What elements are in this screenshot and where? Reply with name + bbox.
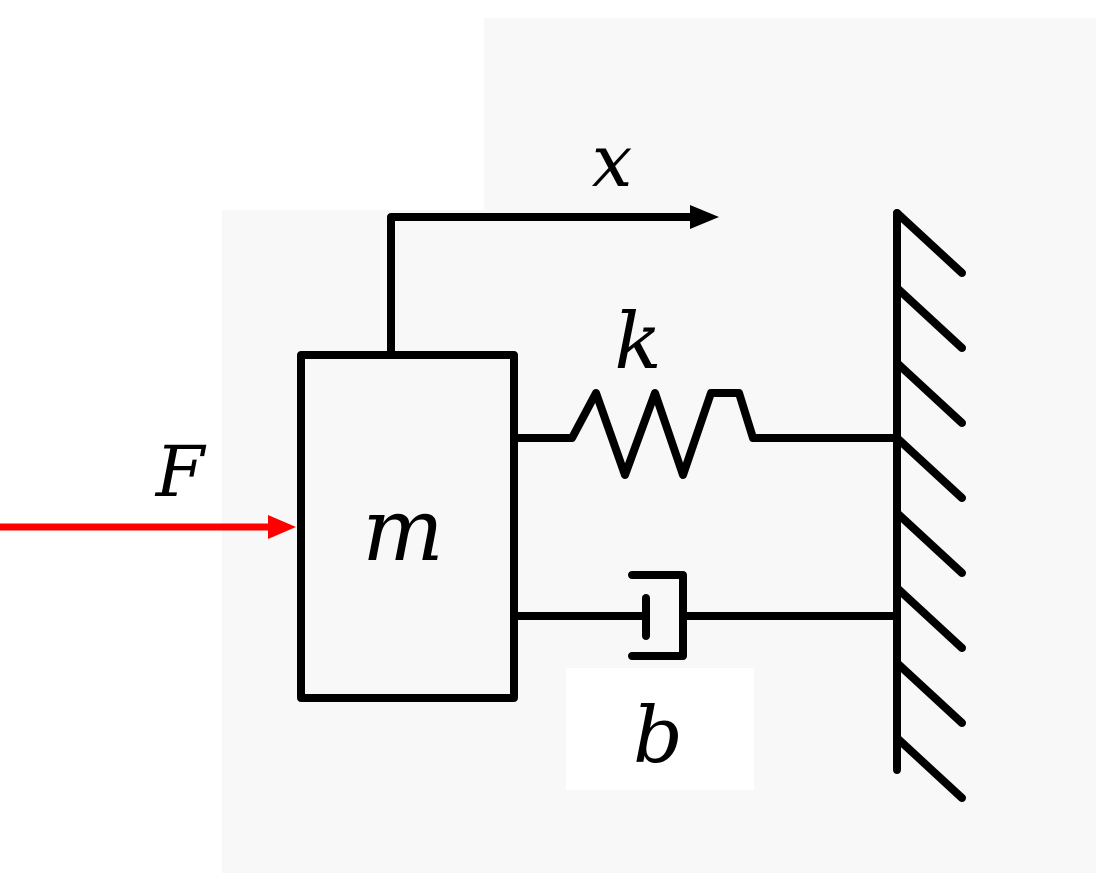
wall-hatch-line	[893, 434, 966, 502]
displacement-arrow	[387, 205, 719, 356]
spring-label: k	[614, 297, 661, 387]
mass-label: m	[362, 481, 444, 581]
wall-hatch-line	[893, 584, 966, 652]
displacement-arrow-head	[690, 205, 719, 229]
force-arrow	[0, 515, 296, 539]
background-white-patch-bottom	[566, 668, 754, 790]
mass-block	[297, 351, 518, 702]
wall-hatch-line	[893, 659, 966, 727]
damper-label: b	[633, 691, 683, 781]
wall-hatch-line	[893, 509, 966, 577]
wall-hatch-line	[893, 359, 966, 427]
displacement-label: x	[592, 119, 633, 203]
displacement-arrow-line	[387, 213, 694, 356]
wall-hatch-line	[893, 209, 966, 277]
background-white-patch-top	[222, 18, 484, 210]
wall-hatch-line	[893, 734, 966, 802]
force-arrow-head	[268, 515, 296, 539]
wall-hatching	[893, 209, 966, 802]
spring	[510, 389, 897, 479]
wall-hatch-line	[893, 284, 966, 352]
damper	[510, 571, 897, 660]
wall	[893, 209, 966, 802]
force-label: F	[154, 431, 207, 513]
